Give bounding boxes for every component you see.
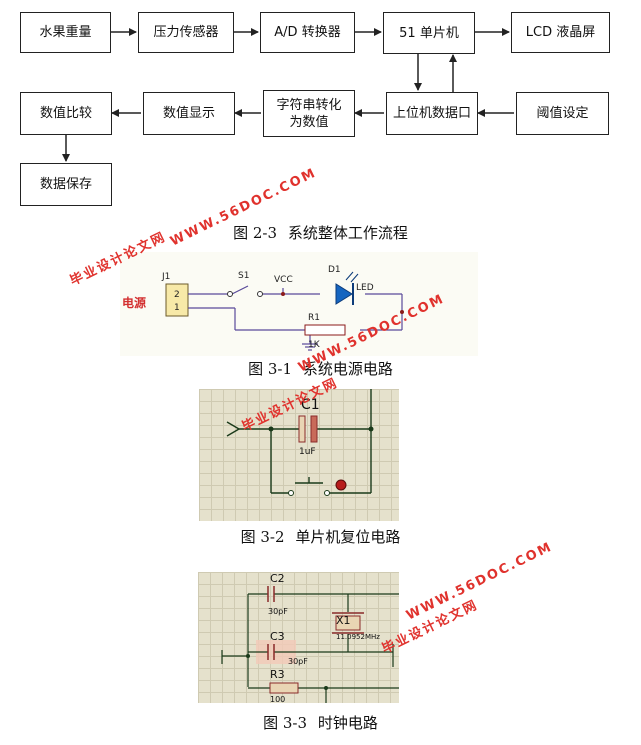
box-convert: 字符串转化 为数值 (263, 90, 355, 137)
reset-circuit-figure: C1 1uF (199, 389, 399, 521)
box-label: 压力传感器 (153, 25, 219, 40)
caption-fig-3-3: 图 3-3 时钟电路 (0, 712, 641, 733)
caption-fig-3-2: 图 3-2 单片机复位电路 (0, 526, 641, 547)
caption-number: 图 2-3 (233, 224, 278, 242)
s1-label: S1 (238, 271, 249, 281)
caption-title: 时钟电路 (317, 714, 378, 732)
caption-number: 图 3-1 (248, 360, 293, 378)
box-label: 阈值设定 (536, 106, 589, 121)
j1-connector (165, 283, 189, 317)
power-circuit-schematic: J1 2 1 电源 S1 VCC D1 LED R1 1K (122, 265, 404, 351)
c2-label: C2 (270, 572, 285, 585)
r1-value: 1K (308, 340, 321, 350)
x1-value: 11.0952MHz (336, 633, 380, 641)
box-fruit-weight: 水果重量 (20, 12, 111, 53)
clock-circuit-figure: C2 30pF X1 11.0952MHz C3 30pF R3 100 (198, 572, 399, 703)
d1-label: D1 (328, 265, 341, 275)
box-label: A/D 转换器 (274, 25, 341, 40)
box-ad-converter: A/D 转换器 (260, 12, 355, 53)
box-mcu: 51 单片机 (383, 12, 475, 54)
x1-crystal-icon (335, 615, 361, 631)
r3-label: R3 (270, 668, 285, 681)
led-label: LED (356, 283, 374, 293)
box-label: 51 单片机 (399, 25, 459, 41)
c1-value: 1uF (299, 447, 316, 457)
box-lcd: LCD 液晶屏 (511, 12, 610, 53)
box-label: 数据保存 (39, 177, 92, 192)
vcc-label: VCC (274, 275, 293, 285)
box-compare: 数值比较 (20, 92, 112, 135)
pin2-label: 2 (174, 290, 180, 300)
box-label: 水果重量 (39, 25, 92, 40)
box-label: 为数值 (289, 114, 329, 130)
box-threshold: 阈值设定 (516, 92, 609, 135)
box-label: 数值显示 (162, 106, 215, 121)
led-diode-icon (335, 283, 353, 305)
reset-circuit-schematic: C1 1uF (226, 389, 374, 496)
caption-title: 单片机复位电路 (295, 528, 401, 546)
box-pressure-sensor: 压力传感器 (138, 12, 234, 53)
r1-label: R1 (308, 313, 320, 323)
power-label: 电源 (122, 295, 146, 310)
r3-value: 100 (270, 695, 285, 703)
c2-value: 30pF (268, 607, 288, 616)
box-label: LCD 液晶屏 (525, 25, 596, 40)
j1-label: J1 (161, 272, 170, 282)
caption-number: 图 3-3 (263, 714, 308, 732)
r1-resistor (304, 324, 346, 336)
x1-label: X1 (336, 614, 351, 627)
box-label: 字符串转化 (276, 97, 342, 113)
c1-plate-left (298, 415, 306, 443)
vcc-node (281, 292, 285, 296)
system-flowchart: 水果重量 压力传感器 A/D 转换器 51 单片机 LCD 液晶屏 数值比较 数… (0, 0, 641, 240)
caption-title: 系统电源电路 (302, 360, 393, 378)
button-indicator-icon (335, 479, 347, 491)
r3-resistor (269, 682, 299, 694)
c3-label: C3 (270, 630, 285, 643)
box-label: 数值比较 (39, 106, 92, 121)
c3-value: 30pF (288, 657, 308, 666)
caption-fig-2-3: 图 2-3 系统整体工作流程 (0, 222, 641, 243)
c1-label: C1 (301, 397, 320, 413)
box-save: 数据保存 (20, 163, 112, 206)
caption-number: 图 3-2 (240, 528, 285, 546)
pin1-label: 1 (174, 303, 180, 313)
caption-fig-3-1: 图 3-1 系统电源电路 (0, 358, 641, 379)
box-label: 上位机数据口 (392, 106, 471, 121)
c1-plate-right (310, 415, 318, 443)
power-circuit-figure: J1 2 1 电源 S1 VCC D1 LED R1 1K (120, 252, 478, 356)
flowchart-arrows (62, 28, 514, 162)
clock-circuit-schematic: C2 30pF X1 11.0952MHz C3 30pF R3 100 (221, 572, 399, 703)
caption-title: 系统整体工作流程 (287, 224, 408, 242)
box-serial: 上位机数据口 (386, 92, 478, 135)
box-display: 数值显示 (143, 92, 235, 135)
